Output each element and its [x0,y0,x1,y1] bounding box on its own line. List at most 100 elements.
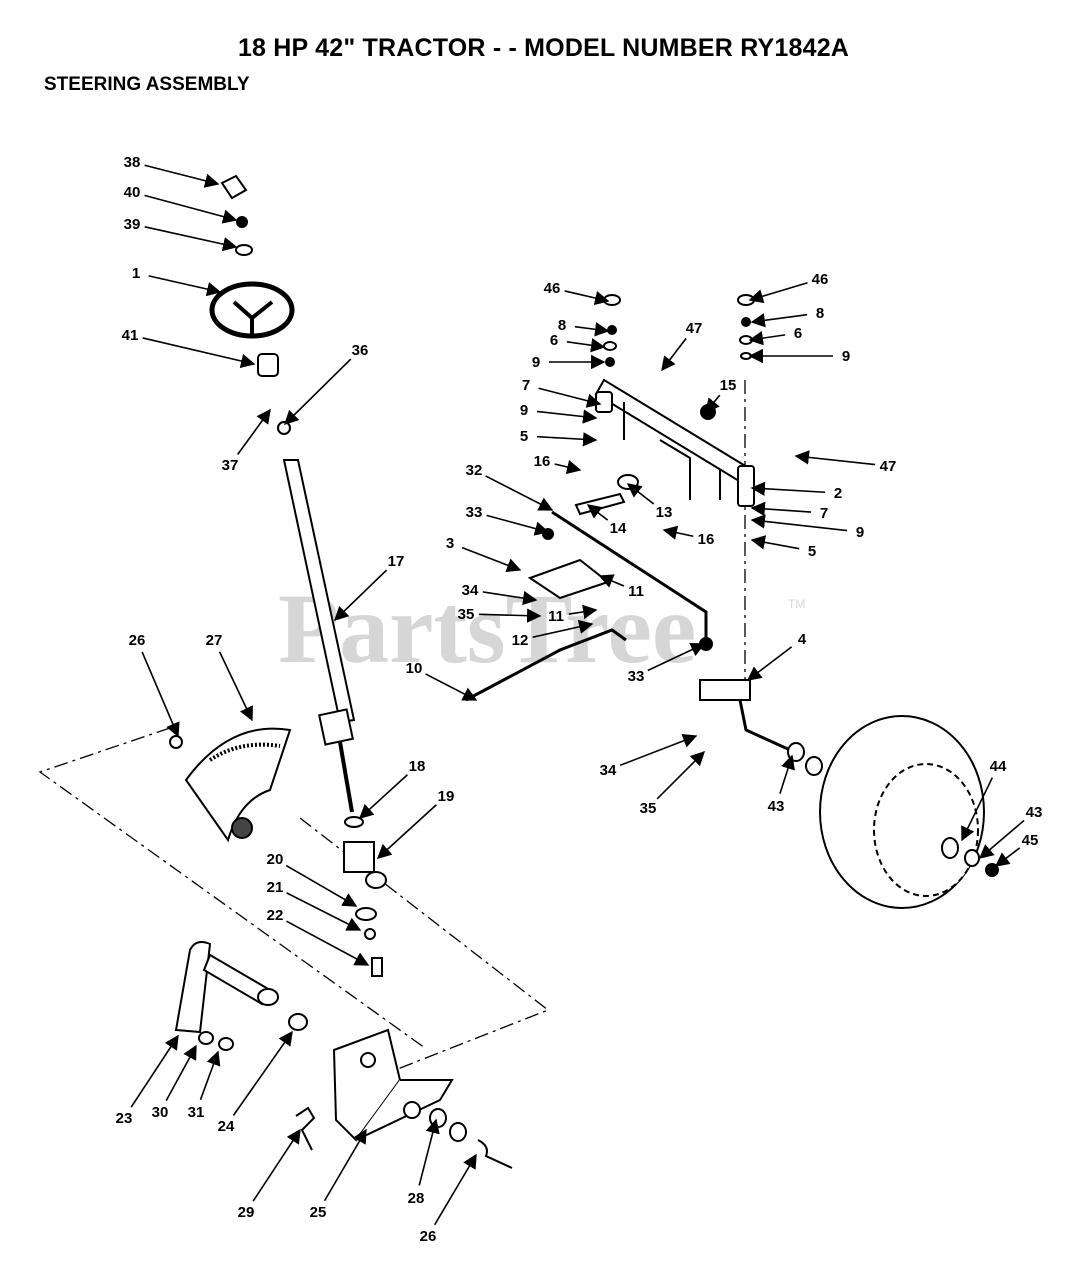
wheel-group [819,715,999,909]
callout-label-3: 3 [446,535,454,552]
callout-label-18: 18 [409,758,426,775]
callout-leader-23 [130,1034,179,1108]
axle-group [465,294,823,776]
assembly-subtitle: STEERING ASSEMBLY [44,74,250,95]
wheel-adapter [257,353,279,377]
callout-label-9: 9 [842,348,850,365]
callout-leader-12 [532,619,594,638]
callout-label-5: 5 [520,428,528,445]
shaft-bolt [371,957,383,977]
callout-label-38: 38 [124,154,141,171]
callout-leader-35 [478,608,542,623]
callout-leader-33 [647,643,706,672]
drag-link [465,628,627,702]
callout-leader-19 [376,804,437,859]
callout-leader-9 [536,409,598,424]
callout-leader-37 [236,408,271,455]
page-title: 18 HP 42" TRACTOR - - MODEL NUMBER RY184… [237,34,850,62]
callout-leader-5 [536,432,598,447]
callout-leader-41 [142,337,256,369]
arm-bushing [288,1013,308,1031]
callout-label-39: 39 [124,216,141,233]
callout-leader-47 [794,450,876,466]
callout-leader-26 [433,1153,477,1226]
callout-leader-25 [323,1128,367,1202]
shaft-bushing [344,816,364,828]
callout-leader-32 [485,475,554,511]
right-spindle-top [737,465,755,507]
callout-leader-9 [750,514,848,532]
callout-leader-30 [165,1044,197,1101]
callout-label-47: 47 [686,320,703,337]
callout-leader-24 [232,1030,293,1116]
callout-leader-28 [418,1118,440,1186]
steering-arm [174,941,212,1034]
callout-label-9: 9 [856,524,864,541]
callout-label-8: 8 [558,317,566,334]
callout-label-40: 40 [124,184,141,201]
callout-label-26: 26 [129,632,146,649]
callout-label-13: 13 [656,504,673,521]
spring-pin [277,421,291,435]
callout-leader-13 [626,483,655,505]
callout-leader-5 [750,535,800,550]
callout-label-1: 1 [132,265,140,282]
callout-label-46: 46 [812,271,829,288]
callout-label-16: 16 [534,453,551,470]
callout-label-27: 27 [206,632,223,649]
callout-label-11: 11 [628,583,644,600]
callout-leader-29 [252,1128,301,1202]
callout-label-16: 16 [698,531,715,548]
callout-label-9: 9 [520,402,528,419]
callout-leader-6 [566,338,606,353]
callout-label-7: 7 [522,377,530,394]
steering-shaft [282,459,356,724]
callout-leader-46 [564,290,610,306]
callout-label-5: 5 [808,543,816,560]
callout-leader-43 [978,819,1025,859]
watermark-text: PartsTree [278,573,696,684]
steering-arm-group [174,941,513,1169]
callout-label-15: 15 [720,377,737,394]
callout-label-23: 23 [116,1110,133,1127]
callout-leader-11 [598,574,625,588]
callout-leader-43 [779,754,795,794]
wheel-washer [235,244,253,256]
callout-label-24: 24 [218,1118,235,1135]
callout-leader-39 [144,226,238,252]
callout-leader-46 [748,281,808,304]
callout-leader-33 [486,514,550,536]
callout-leader-2 [750,481,826,496]
callout-leader-10 [425,673,478,701]
callout-label-26: 26 [420,1228,437,1245]
sector-gear-group [169,727,292,843]
callout-leader-14 [586,504,609,521]
callout-label-47: 47 [880,458,897,475]
callout-leader-22 [286,920,370,966]
callout-label-21: 21 [267,879,284,896]
callout-label-8: 8 [816,305,824,322]
callout-leader-47 [661,337,687,372]
callout-leader-15 [705,394,721,414]
callout-leader-11 [568,604,598,620]
callout-label-44: 44 [990,758,1007,775]
callout-leader-1 [148,275,222,297]
left-spindle-arm [699,679,751,701]
callout-leader-8 [750,313,808,328]
callout-label-12: 12 [512,632,529,649]
callout-leader-35 [656,750,706,800]
callout-leader-7 [750,501,812,517]
callout-label-4: 4 [798,631,807,648]
callout-label-14: 14 [610,520,627,537]
callout-leader-17 [333,569,388,622]
callout-label-37: 37 [222,457,239,474]
callout-label-36: 36 [352,342,369,359]
dashed-frame [38,380,746,1073]
callout-label-43: 43 [768,798,785,815]
callout-label-29: 29 [238,1204,255,1221]
pivot-bolt [574,492,626,516]
callout-leader-34 [619,733,698,767]
callout-label-25: 25 [310,1204,327,1221]
callout-label-45: 45 [1022,832,1039,849]
